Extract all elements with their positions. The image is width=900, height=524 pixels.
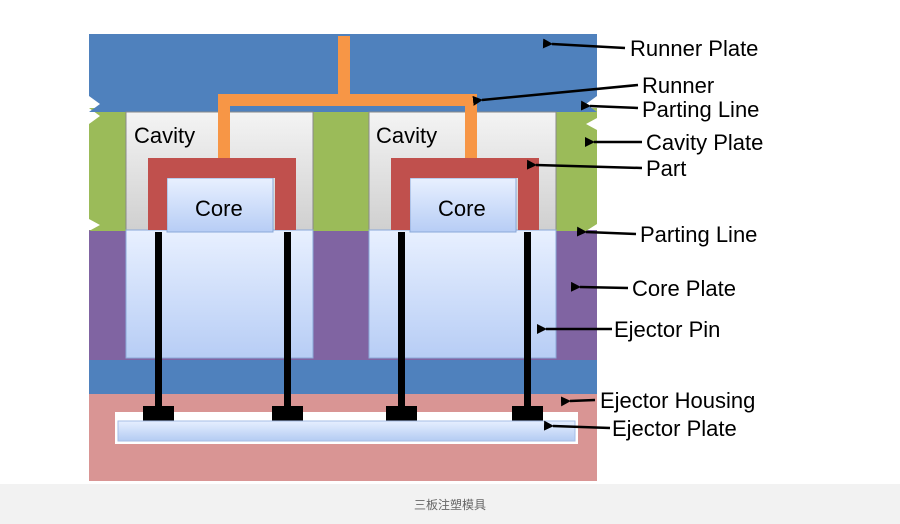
ejector-pin <box>284 232 291 410</box>
core-label-left: Core <box>195 196 243 221</box>
cavity-label-right: Cavity <box>376 123 437 148</box>
caption-bar: 三板注塑模具 <box>0 484 900 524</box>
three-plate-mold-svg: Cavity Cavity Core Core Runner Plate Run… <box>89 34 763 481</box>
cavity-label-left: Cavity <box>134 123 195 148</box>
part-right <box>391 158 539 230</box>
callout-arrows <box>472 38 643 431</box>
figure-caption: 三板注塑模具 <box>413 497 486 512</box>
ejector-pin-head <box>272 406 303 421</box>
label-cavity-plate: Cavity Plate <box>646 130 763 155</box>
ejector-pin-head <box>512 406 543 421</box>
arrow-parting-line-bottom <box>576 226 637 237</box>
arrow-runner-plate <box>542 38 626 50</box>
ejector-retainer-band <box>89 360 597 394</box>
callout-labels: Runner Plate Runner Parting Line Cavity … <box>600 36 763 441</box>
mold-diagram: Cavity Cavity Core Core Runner Plate Run… <box>89 34 764 481</box>
label-parting-line-top: Parting Line <box>642 97 759 122</box>
core-label-right: Core <box>438 196 486 221</box>
label-part: Part <box>646 156 686 181</box>
arrow-parting-line-top <box>580 100 639 111</box>
label-runner: Runner <box>642 73 714 98</box>
label-core-plate: Core Plate <box>632 276 736 301</box>
ejector-pin-head <box>386 406 417 421</box>
ejector-pin <box>155 232 162 410</box>
arrow-runner <box>472 83 639 106</box>
arrow-part <box>526 159 643 170</box>
ejector-pin <box>398 232 405 410</box>
ejector-pins <box>143 232 543 421</box>
label-parting-line-bottom: Parting Line <box>640 222 757 247</box>
ejector-plate <box>117 420 576 442</box>
runner <box>218 36 477 158</box>
ejector-pin <box>524 232 531 410</box>
arrow-ejector-plate <box>543 420 611 431</box>
arrow-core-plate <box>570 281 629 292</box>
label-ejector-housing: Ejector Housing <box>600 388 755 413</box>
ejector-pin-head <box>143 406 174 421</box>
label-runner-plate: Runner Plate <box>630 36 758 61</box>
arrow-ejector-housing <box>560 396 596 407</box>
part-left <box>148 158 296 230</box>
label-ejector-pin: Ejector Pin <box>614 317 720 342</box>
ejector-housing <box>89 393 597 481</box>
label-ejector-plate: Ejector Plate <box>612 416 737 441</box>
